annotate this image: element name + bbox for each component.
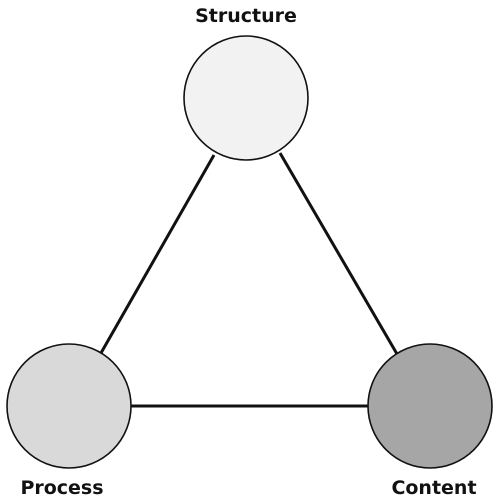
node-process: Process [6,343,132,499]
content-circle [367,343,493,469]
edge-structure-content [278,152,399,355]
structure-label: Structure [195,5,297,27]
edge-structure-process [99,154,216,354]
process-circle [6,343,132,469]
node-content: Content [367,343,493,499]
process-label: Process [20,477,103,499]
content-label: Content [391,477,476,499]
node-structure: Structure [183,5,309,161]
structure-circle [183,35,309,161]
